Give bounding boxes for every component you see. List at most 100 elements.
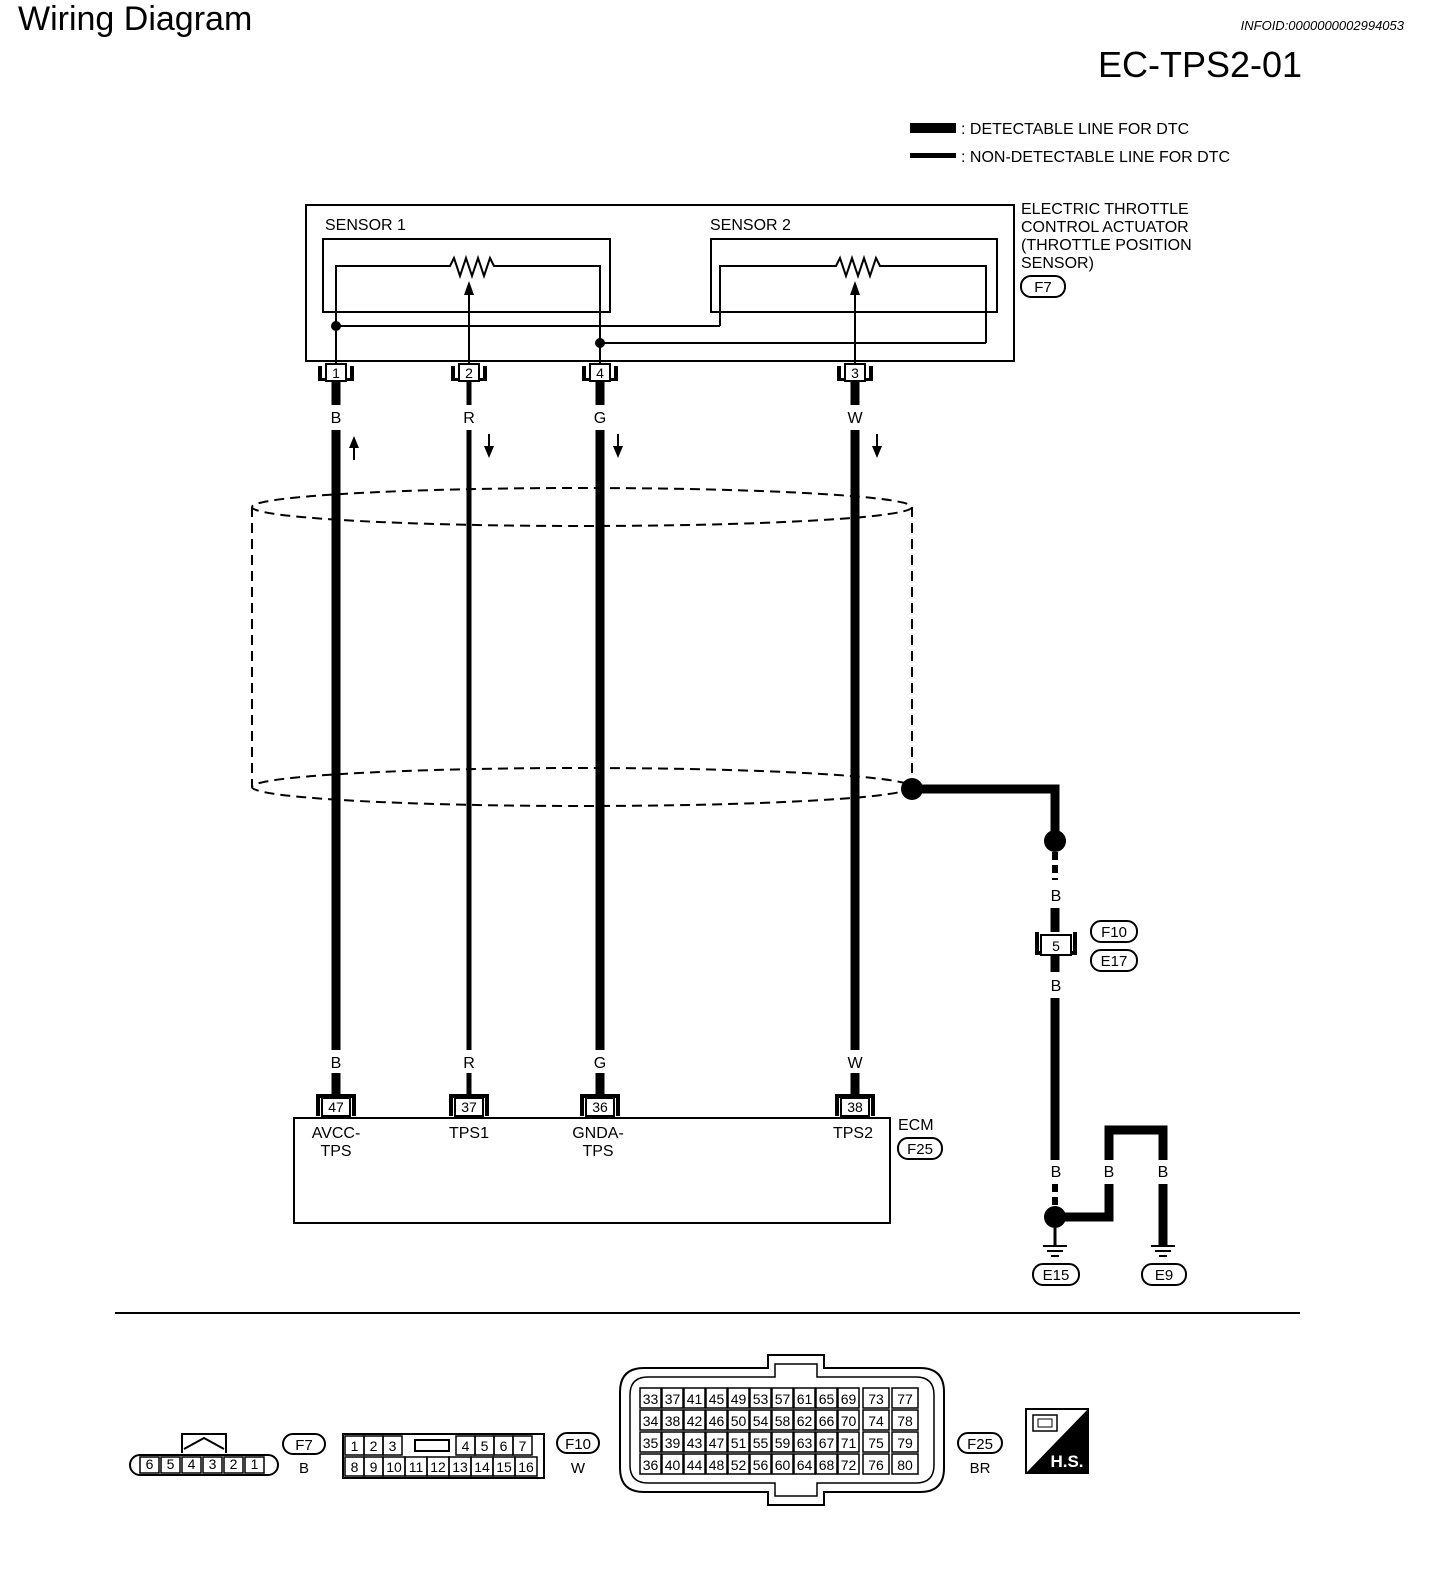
f25-pin-cell: 34 xyxy=(639,1409,662,1431)
arrow-up-icon xyxy=(349,436,359,460)
ecm-pin-number: 37 xyxy=(461,1099,477,1115)
svg-text:3: 3 xyxy=(389,1438,397,1454)
svg-text:56: 56 xyxy=(753,1457,769,1473)
f10-pin-cell: 16 xyxy=(514,1456,538,1477)
ecm-pin-box xyxy=(585,1097,615,1117)
ecm-name: ECM xyxy=(898,1117,934,1134)
f25-pin-cell: 40 xyxy=(661,1453,684,1475)
svg-text:15: 15 xyxy=(496,1459,512,1475)
splice-joint xyxy=(1044,830,1066,852)
f25-pin-cell: 42 xyxy=(683,1409,706,1431)
ground-id-e9: E9 xyxy=(1155,1267,1173,1284)
ecm-pin-number: 47 xyxy=(328,1099,344,1115)
svg-text:57: 57 xyxy=(775,1391,791,1407)
svg-text:34: 34 xyxy=(643,1413,659,1429)
svg-text:51: 51 xyxy=(731,1435,747,1451)
f25-pin-cell: 44 xyxy=(683,1453,706,1475)
sensor2-resistor xyxy=(719,254,987,343)
arrow-down-icon xyxy=(613,434,623,458)
f10-pin-cell: 6 xyxy=(493,1435,514,1456)
sensor1-wiper-arrow xyxy=(464,281,474,295)
f25-pin-cell: 54 xyxy=(749,1409,772,1431)
ecm-terminal-label-2: TPS xyxy=(582,1143,613,1160)
supply-junction xyxy=(331,321,341,331)
f25-pin-cell: 51 xyxy=(727,1431,750,1453)
ecm-terminal-label-1: TPS1 xyxy=(449,1125,489,1142)
f25-pin-cell: 80 xyxy=(891,1453,919,1475)
ecm-terminal-label-1: TPS2 xyxy=(833,1125,873,1142)
svg-text:47: 47 xyxy=(709,1435,725,1451)
svg-text:49: 49 xyxy=(731,1391,747,1407)
f25-pin-cell: 57 xyxy=(771,1387,794,1409)
f7-pin-cell: 1 xyxy=(244,1456,265,1474)
ecm-terminal-label-2: TPS xyxy=(320,1143,351,1160)
svg-text:10: 10 xyxy=(386,1459,402,1475)
f25-pin-cell: 43 xyxy=(683,1431,706,1453)
actuator-pin-number: 2 xyxy=(465,365,473,381)
f10-pin-cell: 15 xyxy=(492,1456,516,1477)
svg-text:1: 1 xyxy=(351,1438,359,1454)
svg-text:6: 6 xyxy=(146,1456,154,1472)
f10-pin-cell: 14 xyxy=(470,1456,494,1477)
wire-color-top: R xyxy=(463,410,475,427)
f10-pin-cell: 7 xyxy=(512,1435,533,1456)
svg-text:48: 48 xyxy=(709,1457,725,1473)
f25-pin-cell: 37 xyxy=(661,1387,684,1409)
shield-ground-circuit: B 5 F10 E17 B B B B E15 E9 xyxy=(901,778,1187,1286)
ecm-connector-badge xyxy=(897,1137,943,1160)
ground-wire-color-5: B xyxy=(1158,1164,1169,1181)
wire-pin3: 3 W W 38 TPS2 xyxy=(833,363,882,1142)
f10-pin-cell: 4 xyxy=(455,1435,476,1456)
svg-text:62: 62 xyxy=(797,1413,813,1429)
wire-pin2: 2 R R 37 TPS1 xyxy=(449,363,494,1142)
ground-wire-color-1: B xyxy=(1051,888,1062,905)
f25-pin-cell: 58 xyxy=(771,1409,794,1431)
page-title: Wiring Diagram xyxy=(18,0,253,38)
ground-wire-color-3: B xyxy=(1051,1164,1062,1181)
ecm-pin-box xyxy=(454,1097,484,1117)
f25-pin-cell: 75 xyxy=(862,1431,890,1453)
svg-text:52: 52 xyxy=(731,1457,747,1473)
ecm-pin-number: 36 xyxy=(592,1099,608,1115)
ground-wire-color-4: B xyxy=(1104,1164,1115,1181)
svg-text:65: 65 xyxy=(819,1391,835,1407)
f10-pin-cell: 8 xyxy=(344,1456,365,1477)
harness-shield xyxy=(251,487,913,807)
f25-pin-cell: 61 xyxy=(793,1387,816,1409)
svg-text:43: 43 xyxy=(687,1435,703,1451)
ecm-box xyxy=(293,1117,891,1224)
f25-pin-cell: 39 xyxy=(661,1431,684,1453)
svg-text:2: 2 xyxy=(230,1456,238,1472)
wire-color-top: B xyxy=(331,410,342,427)
svg-text:2: 2 xyxy=(370,1438,378,1454)
joint-connector-badge-2 xyxy=(1090,949,1138,972)
ecm-terminal-label-1: AVCC- xyxy=(312,1125,361,1142)
f25-pin-cell: 71 xyxy=(837,1431,860,1453)
wire-color-bottom: W xyxy=(847,1055,863,1072)
wire-pin1: 1 B B 47 AVCC- TPS xyxy=(312,363,361,1160)
f25-pin-cell: 79 xyxy=(891,1431,919,1453)
ground-symbol-icon xyxy=(1151,1245,1175,1257)
f25-pin-cell: 65 xyxy=(815,1387,838,1409)
f25-pin-cell: 45 xyxy=(705,1387,728,1409)
svg-text:11: 11 xyxy=(409,1459,424,1475)
actuator-title-1: ELECTRIC THROTTLE xyxy=(1021,201,1189,218)
f25-pin-cell: 49 xyxy=(727,1387,750,1409)
wire-pin4: 4 G G 36 GNDA- TPS xyxy=(572,363,624,1160)
svg-text:9: 9 xyxy=(370,1459,378,1475)
sensor1-resistor xyxy=(335,254,601,343)
wire-color-bottom: B xyxy=(331,1055,342,1072)
harness-side-icon: H.S. xyxy=(1025,1408,1089,1474)
svg-text:69: 69 xyxy=(841,1391,857,1407)
svg-text:78: 78 xyxy=(897,1413,913,1429)
svg-text:5: 5 xyxy=(167,1456,175,1472)
svg-text:42: 42 xyxy=(687,1413,703,1429)
legend-detectable-text: : DETECTABLE LINE FOR DTC xyxy=(961,121,1189,138)
legend-non-detectable-text: : NON-DETECTABLE LINE FOR DTC xyxy=(961,149,1230,166)
f25-pin-cell: 38 xyxy=(661,1409,684,1431)
svg-text:67: 67 xyxy=(819,1435,835,1451)
svg-text:59: 59 xyxy=(775,1435,791,1451)
wire-color-top: W xyxy=(847,410,863,427)
svg-text:79: 79 xyxy=(897,1435,913,1451)
f25-pin-cell: 46 xyxy=(705,1409,728,1431)
